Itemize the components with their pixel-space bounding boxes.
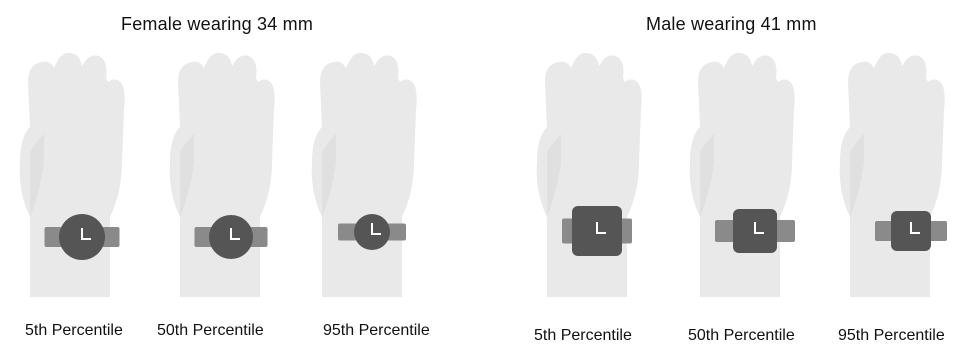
hand-figure — [820, 42, 970, 312]
hand-illustration — [292, 42, 442, 312]
percentile-label: 5th Percentile — [534, 327, 632, 345]
hand-illustration — [517, 42, 667, 312]
hand-illustration — [670, 42, 820, 312]
hand-figure — [670, 42, 820, 312]
hand-figure — [292, 42, 442, 312]
group-title-male: Male wearing 41 mm — [646, 14, 817, 35]
percentile-label: 95th Percentile — [838, 327, 945, 345]
hand-illustration — [820, 42, 970, 312]
percentile-label: 95th Percentile — [323, 322, 430, 340]
hand-figure — [517, 42, 667, 312]
percentile-label: 50th Percentile — [688, 327, 795, 345]
hand-figure — [0, 42, 150, 312]
hand-figure — [150, 42, 300, 312]
group-title-female: Female wearing 34 mm — [121, 14, 313, 35]
hand-illustration — [150, 42, 300, 312]
percentile-label: 50th Percentile — [157, 322, 264, 340]
percentile-label: 5th Percentile — [25, 322, 123, 340]
hand-illustration — [0, 42, 150, 312]
